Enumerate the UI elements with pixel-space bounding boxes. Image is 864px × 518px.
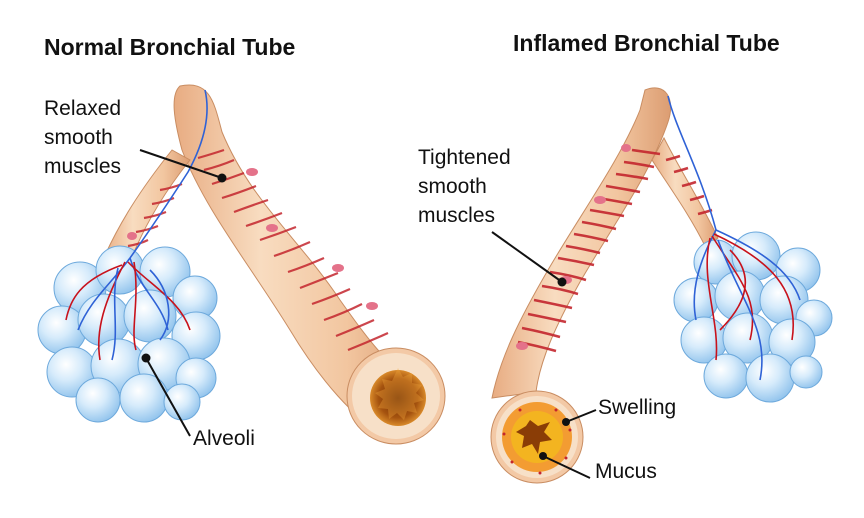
normal-alveoli-cluster	[37, 245, 221, 423]
mucus-label: Mucus	[595, 460, 657, 483]
inflamed-blood-vessels	[667, 95, 801, 381]
normal-blood-vessels	[65, 89, 208, 361]
normal-muscle-nodes	[127, 168, 378, 310]
swelling-leader	[562, 409, 597, 426]
normal-muscle-bands	[127, 148, 389, 352]
normal-alveoli-leader	[141, 353, 191, 437]
relaxed-muscles-line-2: smooth	[44, 126, 113, 149]
inflamed-bronchus	[490, 87, 833, 484]
inflamed-main-tube	[491, 87, 672, 399]
tightened-muscles-line-1: Tightened	[418, 146, 511, 169]
mucus-leader	[539, 452, 591, 479]
normal-tube-opening	[346, 347, 446, 445]
relaxed-muscles-line-3: muscles	[44, 155, 122, 178]
relaxed-muscles-label: Relaxed smooth muscles	[44, 94, 121, 181]
inflamed-panel-title: Inflamed Bronchial Tube	[513, 30, 780, 56]
alveoli-label: Alveoli	[193, 427, 255, 450]
inflamed-branch-tube	[651, 136, 719, 249]
inflamed-alveoli-cluster	[673, 231, 833, 403]
relaxed-muscles-line-1: Relaxed	[44, 97, 122, 120]
tightened-muscles-label: Tightened smooth muscles	[418, 143, 511, 230]
normal-panel-title: Normal Bronchial Tube	[44, 34, 296, 60]
swelling-label: Swelling	[598, 396, 677, 419]
tightened-muscles-line-2: smooth	[418, 175, 487, 198]
normal-bronchus	[37, 84, 446, 445]
normal-muscle-leader	[139, 149, 227, 183]
inflamed-muscle-leader	[491, 231, 567, 287]
inflamed-tube-opening	[490, 390, 584, 484]
tightened-muscles-line-3: muscles	[418, 204, 496, 227]
